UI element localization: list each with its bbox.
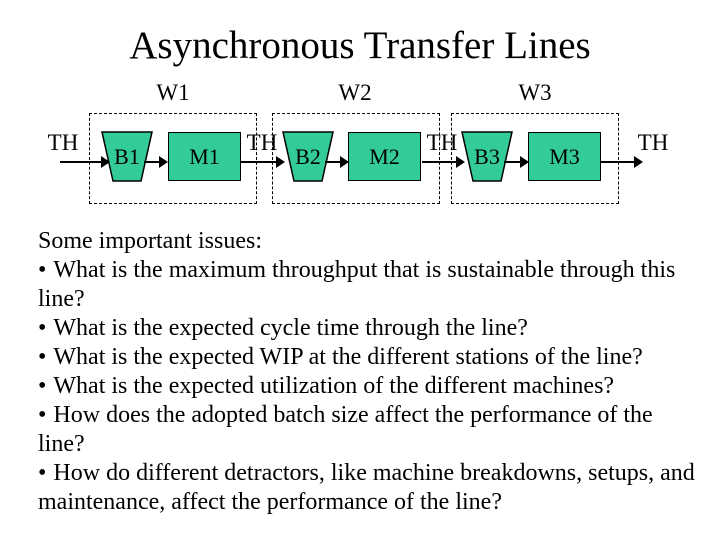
throughput-label-3: TH [426, 130, 458, 155]
flow-arrowhead-icon-4 [340, 156, 349, 168]
machine-shape-m2: M2 [348, 132, 421, 181]
trapezoid-icon [282, 131, 334, 182]
flow-arrow-line-5 [422, 161, 457, 163]
bullet-text: How do different detractors, like machin… [38, 460, 695, 515]
machine-shape-m3: M3 [528, 132, 601, 181]
buffer-label-b3: B3 [474, 143, 500, 169]
bullet-marker: • [38, 460, 47, 486]
buffer-shape-b2: B2 [281, 131, 335, 182]
bullet-text: What is the expected WIP at the differen… [53, 344, 643, 370]
flow-arrow-line-6 [504, 161, 521, 163]
machine-label-m2: M2 [369, 143, 400, 169]
workstation-label-w3: W3 [518, 80, 552, 105]
flow-arrowhead-icon-6 [520, 156, 529, 168]
body-text: Some important issues: •What is the maxi… [38, 227, 700, 517]
throughput-label-4: TH [637, 130, 669, 155]
bullet-text: What is the maximum throughput that is s… [38, 257, 676, 312]
workstation-box-w3 [451, 113, 619, 204]
buffer-shape-b3: B3 [460, 131, 514, 182]
bullet-item: •What is the expected utilization of the… [38, 372, 700, 401]
bullet-marker: • [38, 315, 47, 341]
buffer-label-b2: B2 [295, 143, 321, 169]
bullet-text: How does the adopted batch size affect t… [38, 402, 653, 457]
trapezoid-icon [461, 131, 513, 182]
bullet-item: •What is the expected cycle time through… [38, 314, 700, 343]
machine-label-m3: M3 [549, 143, 580, 169]
flow-arrowhead-icon-5 [456, 156, 465, 168]
flow-arrowhead-icon-1 [101, 156, 110, 168]
flow-arrow-line-2 [144, 161, 160, 163]
bullet-text: What is the expected cycle time through … [53, 315, 528, 341]
buffer-label-b1: B1 [114, 143, 140, 169]
bullet-text: What is the expected utilization of the … [53, 373, 615, 399]
workstation-box-w1 [89, 113, 257, 204]
flow-arrowhead-icon-3 [276, 156, 285, 168]
workstation-label-w2: W2 [338, 80, 372, 105]
flow-arrowhead-icon-2 [159, 156, 168, 168]
flow-arrow-line-1 [60, 161, 102, 163]
body-intro: Some important issues: [38, 228, 262, 254]
bullet-marker: • [38, 344, 47, 370]
flow-arrowhead-icon-7 [634, 156, 643, 168]
bullet-marker: • [38, 257, 47, 283]
workstation-box-w2 [272, 113, 440, 204]
throughput-label-1: TH [47, 130, 79, 155]
machine-shape-m1: M1 [168, 132, 241, 181]
bullet-item: •What is the expected WIP at the differe… [38, 343, 700, 372]
bullet-item: •How do different detractors, like machi… [38, 459, 700, 517]
workstation-label-w1: W1 [156, 80, 190, 105]
bullet-item: •How does the adopted batch size affect … [38, 401, 700, 459]
flow-arrow-line-3 [240, 161, 277, 163]
flow-arrow-line-4 [325, 161, 341, 163]
slide-title: Asynchronous Transfer Lines [129, 24, 591, 67]
throughput-label-2: TH [246, 130, 278, 155]
bullet-marker: • [38, 402, 47, 428]
machine-label-m1: M1 [189, 143, 220, 169]
flow-arrow-line-7 [600, 161, 635, 163]
bullet-item: •What is the maximum throughput that is … [38, 256, 700, 314]
bullet-marker: • [38, 373, 47, 399]
